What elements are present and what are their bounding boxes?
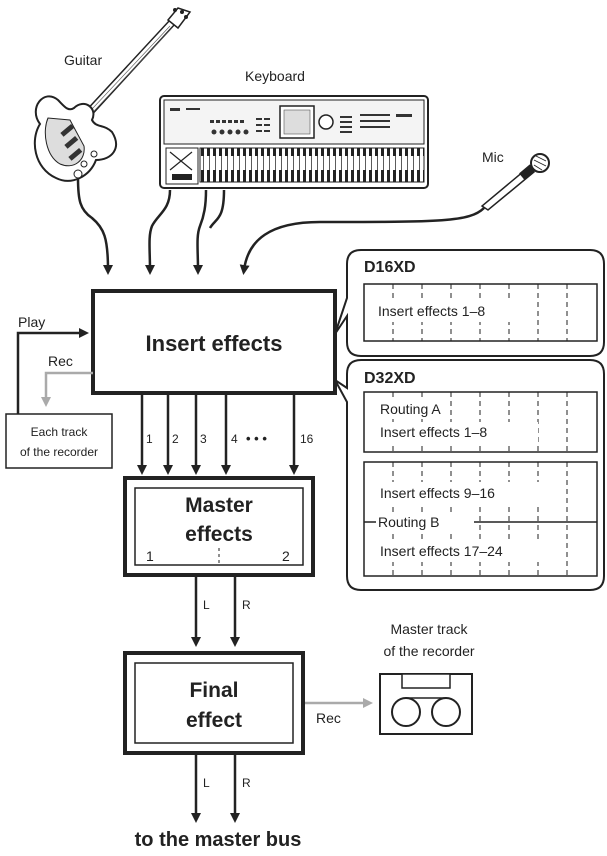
keyboard-label: Keyboard — [245, 68, 305, 84]
master-slot-1: 1 — [146, 548, 154, 564]
d16xd-insert-label: Insert effects 1–8 — [378, 303, 485, 319]
final-output-l: L — [203, 776, 210, 790]
channel-label-2: 2 — [172, 432, 179, 446]
master-output-l: L — [203, 598, 210, 612]
channel-ellipsis: • • • — [246, 431, 267, 446]
d32xd-routing-b-insert-top: Insert effects 9–16 — [380, 485, 495, 501]
d32xd-model: D32XD — [364, 370, 416, 387]
rec-label: Rec — [48, 353, 73, 369]
insert-effects-title: Insert effects — [146, 331, 283, 356]
final-effect-line1: Final — [189, 679, 238, 702]
d32xd-routing-a: Routing A — [380, 401, 441, 417]
master-effects-line1: Master — [185, 494, 253, 517]
play-label: Play — [18, 314, 45, 330]
guitar-label: Guitar — [64, 52, 102, 68]
recorder-tracks-line1: Each track — [31, 425, 89, 439]
final-output-r: R — [242, 776, 251, 790]
d32xd-routing-b: Routing B — [378, 514, 439, 530]
master-effects-line2: effects — [185, 523, 253, 546]
d32xd-routing-a-insert: Insert effects 1–8 — [380, 424, 487, 440]
keyboard-cable-3 — [210, 190, 224, 228]
channel-label-1: 1 — [146, 432, 153, 446]
mic-label: Mic — [482, 149, 504, 165]
master-output-r: R — [242, 598, 251, 612]
master-track-line1: Master track — [390, 621, 468, 637]
recorder-tracks-box — [6, 414, 112, 468]
footer-text: to the master bus — [135, 829, 302, 851]
master-track-rec-label: Rec — [316, 710, 341, 726]
rec-loop — [46, 373, 93, 402]
master-track-line2: of the recorder — [383, 643, 474, 659]
final-output-arrows — [196, 755, 235, 818]
master-output-arrows — [196, 577, 235, 642]
d32xd-routing-b-insert-bottom: Insert effects 17–24 — [380, 543, 503, 559]
channel-label-4: 4 — [231, 432, 238, 446]
master-slot-2: 2 — [282, 548, 290, 564]
guitar-cable — [78, 178, 108, 270]
channel-label-3: 3 — [200, 432, 207, 446]
d16xd-model: D16XD — [364, 259, 416, 276]
channel-arrows — [142, 395, 294, 470]
recorder-tracks-line2: of the recorder — [20, 445, 98, 459]
tape-recorder-icon — [380, 674, 472, 734]
keyboard-cable-2 — [198, 190, 207, 270]
final-effect-line2: effect — [186, 709, 242, 732]
keyboard-icon — [160, 96, 428, 188]
keyboard-cable-1 — [150, 190, 171, 270]
channel-label-16: 16 — [300, 432, 314, 446]
